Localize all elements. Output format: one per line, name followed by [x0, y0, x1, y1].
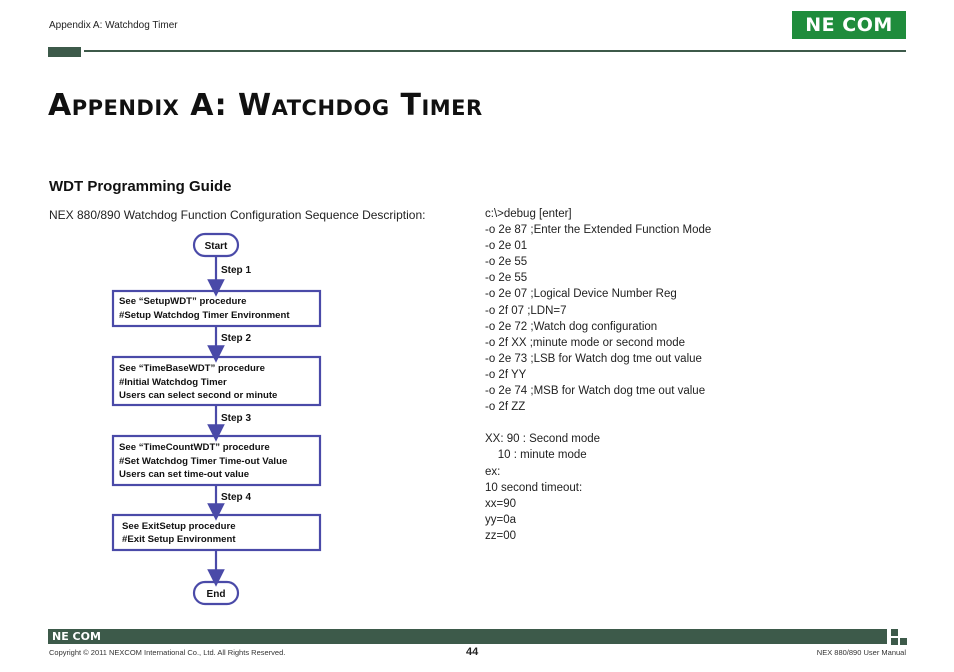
step-3-line: #Set Watchdog Timer Time-out Value [119, 456, 287, 467]
code-line: ex: [485, 465, 501, 478]
footer-logo: NE COM [52, 630, 101, 643]
step-3-line: Users can set time-out value [119, 469, 249, 480]
footer-bar [48, 629, 887, 644]
code-line: c:\>debug [enter] [485, 208, 572, 220]
step-1-line: See “SetupWDT” procedure [119, 296, 246, 307]
header-rule [84, 50, 906, 52]
end-node [192, 580, 240, 606]
step-2-box [111, 355, 322, 407]
code-line: yy=0a [485, 513, 517, 526]
step-label: Step 3 [221, 413, 251, 424]
step-label: Step 2 [221, 333, 251, 344]
footer-square [891, 629, 898, 636]
copyright-text: Copyright © 2011 NEXCOM International Co… [49, 648, 286, 657]
debug-command-listing: c:\>debug [enter] -o 2e 87 ;Enter the Ext… [485, 206, 711, 544]
step-label: Step 1 [221, 265, 251, 276]
nexcom-logo: NE COM [792, 11, 906, 39]
step-1-box [111, 289, 322, 328]
footer-square [900, 638, 907, 645]
step-2-line: See “TimeBaseWDT” procedure [119, 363, 265, 374]
code-line: -o 2e 07 ;Logical Device Number Reg [485, 288, 677, 301]
step-4-line: See ExitSetup procedure [122, 521, 236, 532]
step-4-box [111, 513, 322, 552]
code-line: zz=00 [485, 529, 517, 542]
code-line [485, 415, 711, 431]
step-3-line: See “TimeCountWDT” procedure [119, 442, 270, 453]
section-heading: WDT Programming Guide [49, 178, 232, 195]
logo-text: NE COM [805, 14, 893, 36]
page-title: Appendix A: Watchdog Timer [48, 88, 483, 123]
code-line: -o 2e 74 ;MSB for Watch dog tme out valu… [485, 385, 706, 398]
end-label: End [207, 589, 226, 600]
header-accent-block [48, 47, 81, 57]
step-1-line: #Setup Watchdog Timer Environment [119, 310, 290, 321]
code-line: xx=90 [485, 497, 517, 510]
page-number: 44 [466, 646, 479, 658]
code-line: -o 2e 72 ;Watch dog configuration [485, 320, 658, 333]
code-line: XX: 90 : Second mode [485, 433, 601, 446]
code-line: -o 2f YY [485, 368, 527, 381]
code-line: -o 2e 73 ;LSB for Watch dog tme out valu… [485, 352, 702, 365]
step-3-box [111, 434, 322, 487]
code-line: -o 2f 07 ;LDN=7 [485, 304, 567, 317]
step-2-line: #Initial Watchdog Timer [119, 377, 227, 388]
code-line: -o 2f ZZ [485, 401, 526, 414]
code-line: 10 : minute mode [485, 449, 587, 462]
code-line: -o 2f XX ;minute mode or second mode [485, 336, 686, 349]
manual-name: NEX 880/890 User Manual [816, 648, 906, 657]
step-2-line: Users can select second or minute [119, 390, 277, 401]
step-4-line: #Exit Setup Environment [122, 534, 236, 545]
code-line: -o 2e 01 [485, 240, 528, 253]
running-header: Appendix A: Watchdog Timer [49, 20, 178, 31]
start-label: Start [205, 241, 228, 252]
intro-text: NEX 880/890 Watchdog Function Configurat… [49, 208, 426, 222]
code-line: -o 2e 87 ;Enter the Extended Function Mo… [485, 224, 712, 237]
code-line: 10 second timeout: [485, 481, 583, 494]
start-node [192, 232, 240, 258]
code-line: -o 2e 55 [485, 256, 528, 269]
code-line: -o 2e 55 [485, 272, 528, 285]
footer-square [891, 638, 898, 645]
step-label: Step 4 [221, 492, 251, 503]
